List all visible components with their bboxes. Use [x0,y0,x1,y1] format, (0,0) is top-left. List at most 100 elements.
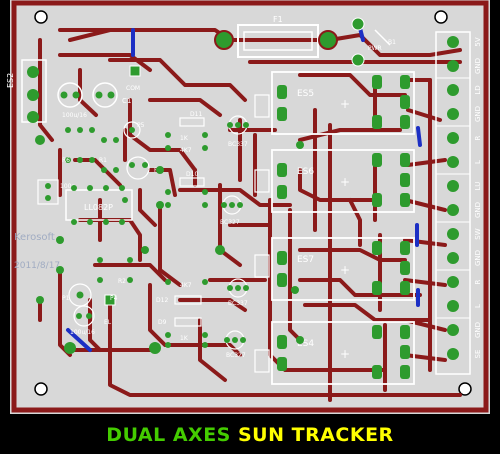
relay-pad [400,95,410,109]
relay-coil-mark: + [340,175,350,189]
connector-pin-label: GND [474,202,482,218]
connector-pin-label: R [474,135,482,140]
connector-pin-label: LU [474,182,482,191]
connector-pin-label: GND [474,106,482,122]
relay-pad [400,75,410,89]
connector-pin: LU [436,173,482,192]
relay-pad [400,193,410,207]
relay-pad [277,163,287,177]
connector-pin: L [447,156,482,168]
board-title: DUAL AXES SUN TRACKER [0,424,500,446]
connector-pin-label: 5V [474,37,482,46]
com-led: COM [126,65,141,92]
connector-pin: GND [436,317,482,338]
transistor-q3: BC337 [227,278,249,307]
transistor-label-3: BC337 [228,300,248,307]
relay-pad [277,357,287,371]
connector-pad [447,252,459,264]
title-part-2: SUN TRACKER [237,424,394,446]
b1-label: B1 [388,39,396,46]
connector-pad [447,300,459,312]
diode-d11: D11 [179,111,205,127]
connector-pin-label: R [474,279,482,284]
transistor-label-1: BC337 [228,141,248,148]
cap-label: 100u/16 [62,112,87,119]
relay-es5: ES5+ [271,71,415,135]
connector-pin-label: L [474,304,482,308]
relay-body [271,71,415,135]
connector-pad [447,36,459,48]
relay-pad [372,75,382,89]
connector-pin: R [436,269,482,288]
relay-pad [400,345,410,359]
connector-pin-label: GND [474,250,482,266]
res-label-4: 1K [180,335,189,342]
connector-pin: 5V [447,36,482,48]
board-substrate [10,0,490,414]
d12-label: D12 [156,297,168,304]
connector-pad [447,60,459,72]
relay-label: ES5 [297,89,314,99]
connector-pad [447,84,459,96]
connector-pin: LD [436,77,482,96]
connector-pin-label: LD [474,85,482,94]
d11-label: D11 [190,111,202,118]
transistor-q4: BC327 [224,330,246,359]
relay-pad [372,325,382,339]
relay-pad [372,365,382,379]
connector-pin: R [436,125,482,144]
relay-label: ES6 [297,167,314,177]
res-label-2: 4K7 [180,147,192,154]
connector-pin: L [447,300,482,312]
relay-label: ES4 [297,339,314,349]
connector-pad [447,324,459,336]
connector-pin: SW [436,221,482,240]
relay-pad [372,241,382,255]
pwr-led: PWR [351,17,391,67]
connector-pad [447,204,459,216]
ic-label: LL082P [84,203,113,212]
relay-list: ES5+ES6+ES7+ES4+ [271,71,415,385]
el-label: EL [104,319,112,326]
res-label-1: 1K [180,135,189,142]
p4-label: P4 [110,295,118,302]
connector-pin-label: GND [474,322,482,338]
r6-label: R6 [62,157,70,164]
mounting-holes [34,10,472,396]
connector-pad [447,108,459,120]
relay-pad [372,193,382,207]
led-el: P4 EL [104,294,118,326]
resistors-lower [165,279,208,348]
r2-label: R2 [118,278,126,285]
relay-pad [400,325,410,339]
relay-pad [400,365,410,379]
cap-bottom: 100u/16 [64,305,161,354]
copper-traces [38,28,462,402]
relay-es7: ES7+ [271,237,415,301]
d10-label: D10 [186,171,198,178]
cap2-label: 100n [60,183,75,190]
connector-pad [447,276,459,288]
connector-pin: GND [447,106,482,122]
resistors-mid [165,132,208,208]
relay-pad [277,273,287,287]
vias [66,26,422,352]
title-part-1: DUAL AXES [106,424,231,446]
connector-pin-label: GND [474,58,482,74]
pwr-label: PWR [368,45,382,52]
res-label-3: 4K7 [180,282,192,289]
relay-pad [277,107,287,121]
transistor-q2: BC327 [220,195,243,226]
connector-pin: GND [447,250,482,266]
input-connector-label: ES2 [6,73,15,88]
connector-pad [447,156,459,168]
relay-pad [400,261,410,275]
relay-diodes [254,94,270,373]
watermark-name: Kerosoft [14,232,55,243]
r1-label: R1 [99,157,107,164]
d9-label: D9 [158,319,167,326]
diode-d9: D9 [158,317,202,327]
relay-coil-mark: + [340,263,350,277]
